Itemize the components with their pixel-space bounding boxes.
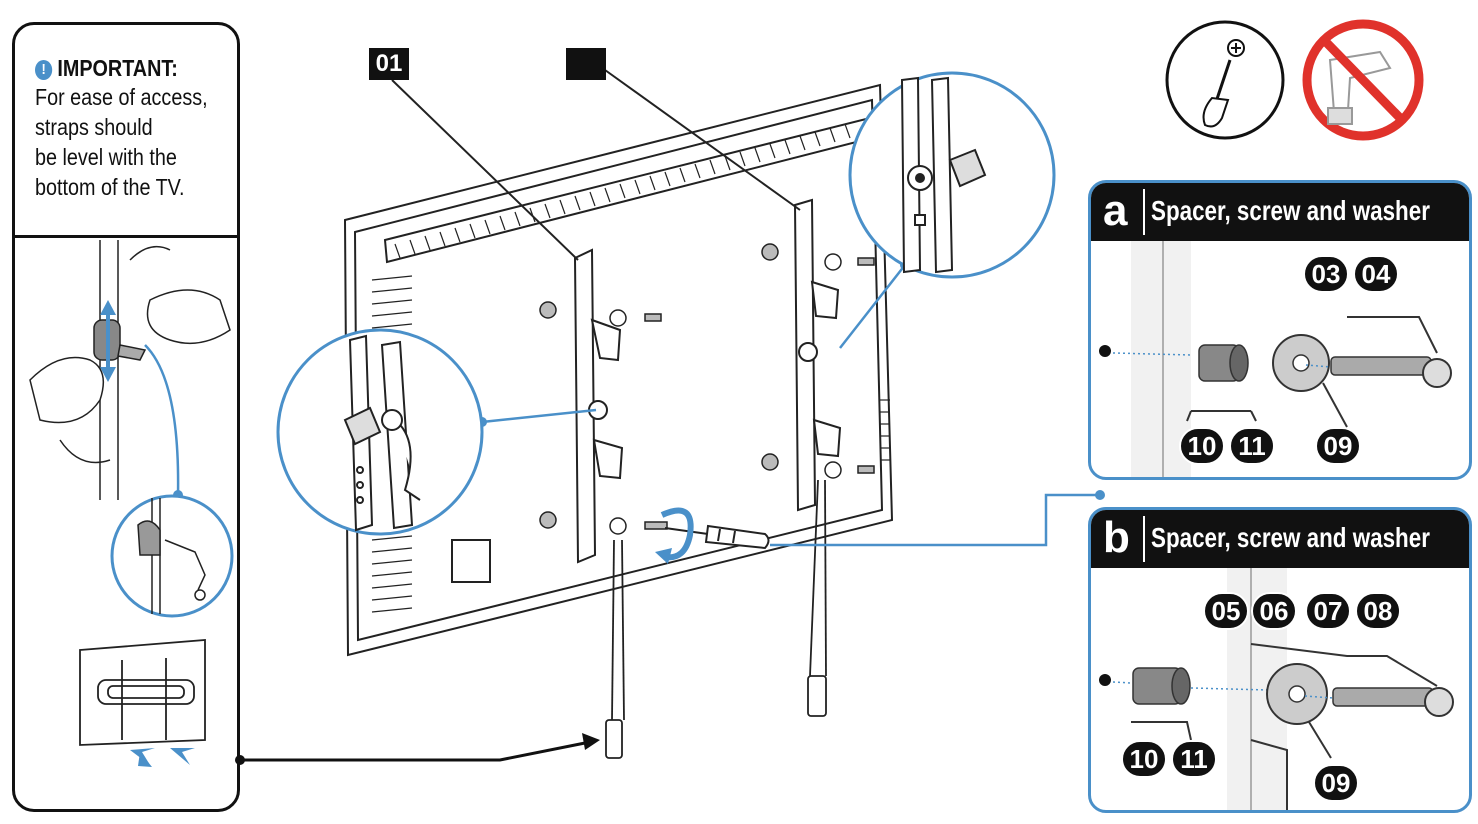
- zoom-right-illustration: [900, 76, 987, 274]
- detail-header-b: b Spacer, screw and washer: [1091, 510, 1469, 568]
- rotate-arrowhead: [655, 548, 672, 564]
- important-line-4: bottom of the TV.: [35, 174, 185, 200]
- strap-callout-line: [144, 344, 180, 496]
- part-bubble-b-09: 09: [1313, 764, 1359, 802]
- important-line-3: be level with the: [35, 144, 177, 170]
- connector-to-panel-b-dot: [1095, 490, 1105, 500]
- detail-separator-b: [1143, 516, 1145, 562]
- important-heading-text: IMPORTANT:: [57, 55, 178, 81]
- part-bubble-b-05: 05: [1203, 592, 1249, 630]
- part-bubble-b-06: 06: [1251, 592, 1297, 630]
- strap-detail-illustration: [137, 498, 206, 614]
- detail-panel-b: b Spacer, screw and washer 05 06 07 08 1: [1088, 507, 1472, 813]
- adjust-arrows: [100, 300, 116, 382]
- detail-separator-a: [1143, 189, 1145, 235]
- leader-step-left: [391, 79, 579, 261]
- part-bubble-a-10: 10: [1179, 427, 1225, 465]
- screwdriver-icon: [1165, 20, 1285, 140]
- detail-title-b: Spacer, screw and washer: [1151, 522, 1430, 553]
- zoom-left-illustration: [343, 334, 421, 532]
- step-label-right: [566, 48, 606, 80]
- strap-right: [807, 479, 827, 717]
- connector-arrowhead: [582, 733, 600, 750]
- screwdriver-in-use: [664, 524, 770, 550]
- pull-strap-arrows: [130, 748, 195, 767]
- strap-left: [605, 539, 625, 759]
- detail-panel-a: a Spacer, screw and washer 03 04 10 11 0…: [1088, 180, 1472, 480]
- strap-detail-circle: [110, 494, 234, 618]
- part-bubble-b-07: 07: [1305, 592, 1351, 630]
- right-bracket: [793, 198, 842, 512]
- detail-title-a: Spacer, screw and washer: [1151, 195, 1430, 226]
- important-note: !IMPORTANT: For ease of access, straps s…: [35, 55, 245, 202]
- detail-illustration-a: [1099, 241, 1452, 477]
- detail-illustration-b: [1099, 568, 1454, 810]
- rotate-arrow: [660, 507, 694, 561]
- panel-divider: [15, 235, 237, 238]
- mounted-tv-illustration: [79, 639, 206, 746]
- part-bubble-a-09: 09: [1315, 427, 1361, 465]
- left-bracket: [573, 248, 624, 564]
- tv-vent-top: [394, 123, 851, 259]
- tv-back: [343, 83, 894, 657]
- part-bubble-b-08: 08: [1355, 592, 1401, 630]
- important-line-1: For ease of access,: [35, 84, 208, 110]
- detail-header-a: a Spacer, screw and washer: [1091, 183, 1469, 241]
- connector-arrow-left: [240, 740, 591, 762]
- tv-vent-side: [371, 275, 413, 613]
- part-bubble-b-11: 11: [1171, 740, 1217, 778]
- tv-port: [451, 539, 491, 583]
- part-bubble-a-04: 04: [1353, 255, 1399, 293]
- zoom-right-circle: [848, 71, 1056, 279]
- detail-letter-a: a: [1103, 186, 1128, 235]
- connector-to-panel-b: [770, 493, 1100, 547]
- important-heading: !IMPORTANT:: [35, 55, 216, 82]
- strap-adjust-illustration: [29, 240, 231, 500]
- zoom-right-leader: [839, 264, 906, 349]
- info-icon: !: [35, 60, 53, 80]
- mounting-hardware: [539, 243, 875, 535]
- detail-letter-b: b: [1103, 513, 1130, 562]
- step-label-left: 01: [369, 48, 409, 80]
- part-bubble-b-10: 10: [1121, 740, 1167, 778]
- tv-right-vent: [880, 399, 890, 461]
- no-power-drill-icon: [1302, 19, 1424, 141]
- zoom-left-leader: [481, 408, 597, 424]
- leader-step-right: [604, 69, 801, 211]
- important-line-2: straps should: [35, 114, 153, 140]
- part-bubble-a-11: 11: [1229, 427, 1275, 465]
- part-bubble-a-03: 03: [1303, 255, 1349, 293]
